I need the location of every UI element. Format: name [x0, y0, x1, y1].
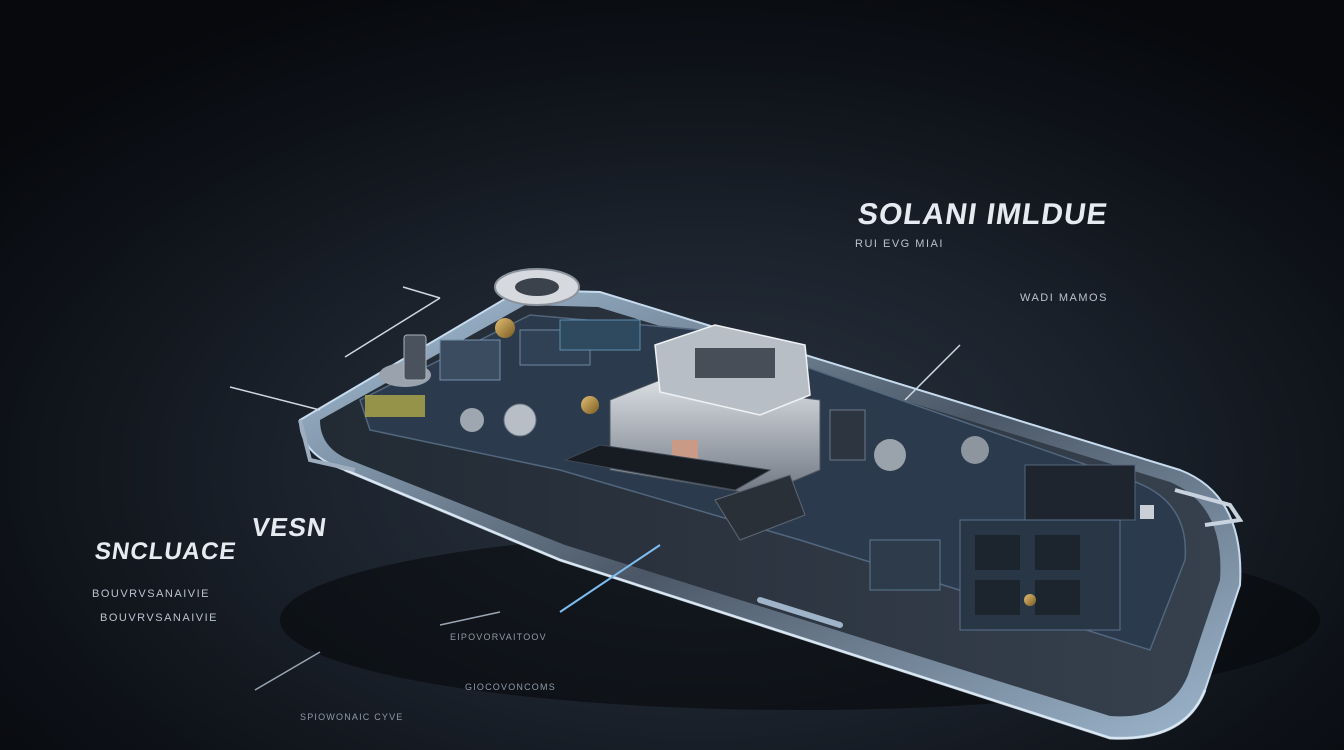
end-clip: [1174, 488, 1244, 527]
phone-side-edge: [344, 468, 1207, 740]
dark-pad: [714, 474, 806, 541]
mid-left-title-label: VESN: [249, 512, 329, 542]
component-block: [439, 339, 501, 381]
top-subtitle-left: RUI EVG MIAI: [855, 238, 944, 250]
left-subtitle-2: BOUVRVSANAIVIE: [100, 612, 218, 624]
callout-line: [402, 286, 441, 299]
gold-capacitor: [1024, 594, 1036, 606]
left-title-label: SNCLUACE: [93, 538, 239, 565]
callout-line: [254, 651, 321, 691]
component-block: [1024, 464, 1136, 521]
callout-line: [344, 297, 441, 358]
callout-line: [904, 344, 961, 401]
left-subtitle-1: BOUVRVSANAIVIE: [92, 588, 210, 600]
board-slot: [975, 580, 1020, 615]
speaker-module: [403, 334, 427, 381]
small-connector: [1140, 505, 1154, 519]
round-component: [961, 436, 989, 464]
yellow-chip: [365, 395, 425, 417]
callout-line-accent: [559, 544, 661, 613]
module-slot: [695, 348, 775, 378]
left-connector: [298, 419, 356, 472]
gold-capacitor: [581, 396, 599, 414]
component-block: [829, 409, 866, 461]
component-block: [869, 539, 941, 591]
round-component: [503, 403, 537, 437]
top-title-label: SOLANI IMLDUE: [855, 198, 1111, 231]
bottom-subtitle-2: GIOCOVONCOMS: [465, 682, 556, 692]
top-subtitle-right: WADI MAMOS: [1020, 292, 1108, 304]
callout-line: [229, 386, 321, 411]
board-slot: [1035, 535, 1080, 570]
gold-capacitor: [495, 318, 515, 338]
bottom-subtitle-3: SPIOWONAIC CYVE: [300, 712, 404, 722]
bottom-subtitle-1: EIPOVORVAITOOV: [450, 632, 547, 642]
side-button: [757, 597, 843, 628]
dark-pad: [563, 444, 772, 491]
callout-line: [439, 611, 501, 626]
round-component: [460, 408, 484, 432]
board-slot: [1035, 580, 1080, 615]
camera-lens: [515, 278, 559, 296]
board-slot: [975, 535, 1020, 570]
round-component: [874, 439, 906, 471]
component-block: [559, 319, 641, 351]
